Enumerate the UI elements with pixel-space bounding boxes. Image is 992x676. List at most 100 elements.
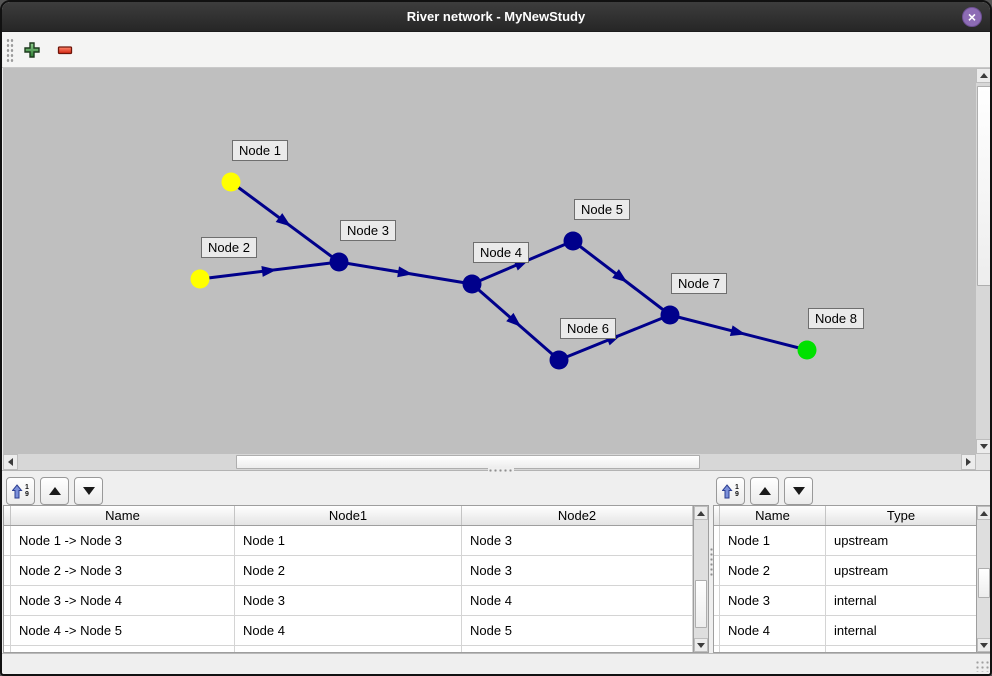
network-node[interactable] [329,252,349,272]
arrow-down-icon [82,487,95,495]
column-header[interactable]: Node2 [462,506,693,525]
minus-icon [57,46,73,55]
table-cell[interactable] [826,646,977,652]
node-label[interactable]: Node 7 [671,273,727,294]
table-row[interactable] [714,646,990,652]
edges-table-scrollbar[interactable] [693,506,708,652]
scroll-right-button[interactable] [961,454,976,470]
table-cell[interactable]: Node 1 -> Node 3 [11,526,235,555]
table-cell[interactable]: Node 3 [462,556,693,585]
table-cell[interactable]: internal [826,616,977,645]
network-node[interactable] [462,274,482,294]
remove-button[interactable] [52,37,78,63]
scroll-up-button[interactable] [694,506,708,520]
node-label[interactable]: Node 8 [808,308,864,329]
toolbar-drag-handle[interactable] [6,38,14,62]
scroll-up-button[interactable] [976,68,990,83]
column-header[interactable]: Name [720,506,826,525]
resize-grip[interactable] [975,660,989,672]
table-cell[interactable]: Node 1 [720,526,826,555]
table-cell[interactable]: Node 4 [720,616,826,645]
table-cell[interactable]: upstream [826,556,977,585]
nodes-move-up-button[interactable] [750,477,779,505]
network-node[interactable] [549,350,569,370]
scroll-up-button[interactable] [977,506,990,520]
table-cell[interactable]: Node 2 [720,556,826,585]
canvas-horizontal-scrollbar[interactable] [3,454,976,470]
row-gutter [4,556,11,585]
row-gutter [714,586,720,615]
table-cell[interactable]: Node 5 [462,616,693,645]
canvas-vertical-scrollbar[interactable] [976,68,990,454]
row-gutter [714,646,720,652]
table-row[interactable] [4,646,708,652]
column-header[interactable]: Node1 [235,506,462,525]
network-node[interactable] [563,231,583,251]
table-cell[interactable]: internal [826,586,977,615]
table-cell[interactable]: Node 3 [235,586,462,615]
arrow-down-icon [697,642,705,648]
scroll-down-button[interactable] [694,638,708,652]
edges-move-up-button[interactable] [40,477,69,505]
scroll-down-button[interactable] [977,638,990,652]
scroll-left-button[interactable] [3,454,18,470]
table-cell[interactable] [720,646,826,652]
table-cell[interactable]: Node 4 -> Node 5 [11,616,235,645]
network-node[interactable] [660,305,680,325]
table-cell[interactable]: Node 3 [462,526,693,555]
node-label[interactable]: Node 5 [574,199,630,220]
network-node[interactable] [190,269,210,289]
table-cell[interactable]: Node 3 -> Node 4 [11,586,235,615]
table-cell[interactable]: Node 3 [720,586,826,615]
node-label[interactable]: Node 2 [201,237,257,258]
network-node[interactable] [797,340,817,360]
edges-move-down-button[interactable] [74,477,103,505]
nodes-move-down-button[interactable] [784,477,813,505]
table-cell[interactable] [462,646,693,652]
horizontal-scroll-thumb[interactable] [236,455,700,469]
titlebar: River network - MyNewStudy × [2,2,990,32]
table-cell[interactable]: upstream [826,526,977,555]
status-bar [2,653,990,674]
node-label[interactable]: Node 4 [473,242,529,263]
table-cell[interactable]: Node 1 [235,526,462,555]
network-canvas[interactable]: Node 1 Node 2 Node 3 Node 4 Node 5 Node 6 Node… [3,68,976,454]
table-cell[interactable]: Node 4 [235,616,462,645]
horizontal-splitter[interactable] [2,468,990,476]
row-gutter [4,526,11,555]
network-node[interactable] [221,172,241,192]
close-button[interactable]: × [962,7,982,27]
node-label[interactable]: Node 1 [232,140,288,161]
arrow-left-icon [8,458,13,466]
vertical-scroll-thumb[interactable] [977,86,990,286]
table-cell[interactable]: Node 4 [462,586,693,615]
vertical-scroll-thumb[interactable] [695,580,707,628]
column-header[interactable]: Name [11,506,235,525]
arrow-up-icon [758,487,771,495]
column-header[interactable]: Type [826,506,977,525]
vertical-splitter[interactable] [709,547,714,577]
scroll-down-button[interactable] [976,439,990,454]
nodes-table-scrollbar[interactable] [976,506,990,652]
table-cell[interactable] [11,646,235,652]
table-cell[interactable]: Node 2 [235,556,462,585]
node-label[interactable]: Node 6 [560,318,616,339]
table-cell[interactable]: Node 2 -> Node 3 [11,556,235,585]
node-label[interactable]: Node 3 [340,220,396,241]
vertical-scroll-thumb[interactable] [978,568,990,598]
table-cell[interactable] [235,646,462,652]
add-button[interactable] [19,37,45,63]
